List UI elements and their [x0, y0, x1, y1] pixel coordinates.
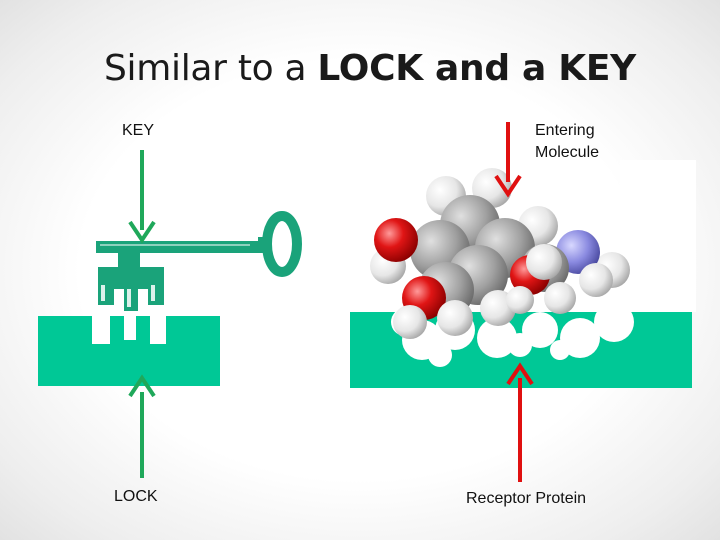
entering-label-line2: Molecule: [535, 144, 600, 161]
lock-arrow-head: [128, 374, 156, 398]
key-bit-top: [98, 267, 164, 281]
background-panel: [620, 160, 696, 312]
hydrogen-atom: [393, 305, 427, 339]
key-bow-collar: [258, 237, 264, 253]
key-shaft-highlight: [100, 244, 250, 246]
slide-title: Similar to a LOCK and a KEY: [104, 48, 636, 89]
key-shape: [96, 211, 302, 311]
receptor-arrow-head: [506, 362, 534, 386]
entering-label-line1: Entering: [535, 122, 595, 139]
title-emphasis: LOCK and a KEY: [317, 48, 636, 89]
key-tooth-connector-2: [138, 281, 148, 289]
hydrogen-atom: [579, 263, 613, 297]
key-label: KEY: [122, 122, 155, 139]
key-highlight-3: [151, 285, 155, 301]
receptor-arrow: [506, 362, 534, 482]
oxygen-atom: [374, 218, 418, 262]
lock-block: [38, 316, 220, 386]
entering-arrow: [494, 122, 522, 198]
lock-label: LOCK: [114, 488, 158, 505]
entering-molecule-label: Entering Molecule: [535, 120, 599, 164]
key-tooth-1: [98, 281, 114, 305]
receptor-protein-label: Receptor Protein: [466, 490, 587, 507]
key-arrow: [128, 150, 156, 244]
key-arrow-head: [128, 220, 156, 244]
key-highlight-1: [101, 285, 105, 301]
key-shaft: [96, 241, 266, 253]
hydrogen-atom: [437, 300, 473, 336]
lock-slot-1: [92, 316, 110, 344]
hydrogen-atom: [526, 244, 562, 280]
hydrogen-atom: [544, 282, 576, 314]
key-tooth-connector: [114, 281, 124, 289]
key-bow: [262, 211, 302, 277]
lock-slot-3: [150, 316, 166, 344]
entering-arrow-head: [494, 174, 522, 198]
hydrogen-atom: [506, 286, 534, 314]
key-tooth-3: [148, 281, 164, 305]
lock-slot-2: [124, 316, 136, 340]
entering-molecule: [370, 168, 630, 339]
title-prefix: Similar to a: [104, 48, 318, 89]
key-highlight-2: [127, 289, 131, 307]
key-neck: [118, 253, 140, 267]
lock-arrow: [128, 374, 156, 478]
